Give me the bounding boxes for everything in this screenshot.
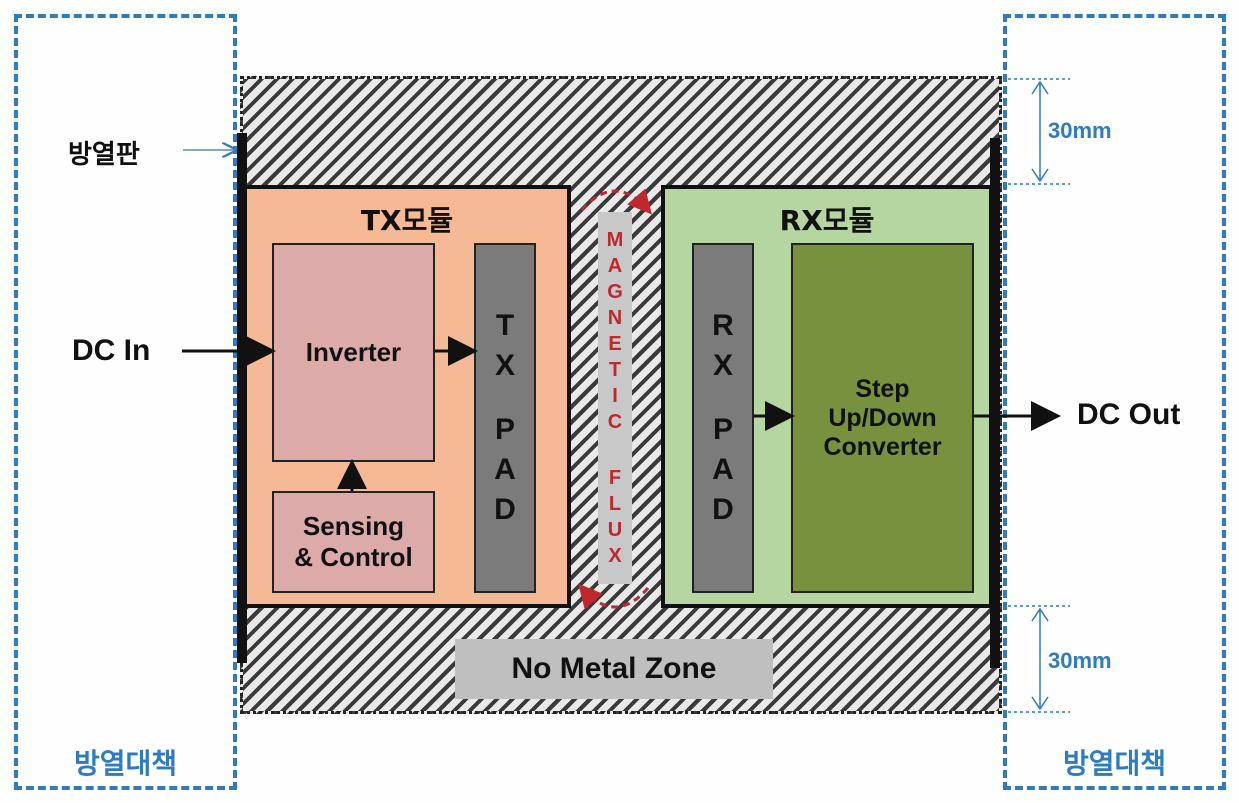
left-thermal-label: 방열대책 (73, 747, 178, 780)
flux-letter: L (608, 493, 622, 515)
bottom-dimension-marker (1008, 605, 1070, 713)
converter-block: Step Up/Down Converter (791, 243, 974, 593)
flux-letter: X (608, 545, 622, 567)
flux-bottom-arc (578, 583, 650, 610)
rx-pad-letter: P (712, 413, 733, 446)
converter-label-line1: Step (855, 374, 910, 403)
flux-letter: U (607, 519, 623, 541)
tx-pad-letter: A (494, 453, 516, 486)
converter-label-line3: Converter (823, 432, 942, 461)
flux-letter: G (607, 281, 623, 303)
converter-label-line2: Up/Down (828, 403, 937, 432)
sensing-control-block: Sensing & Control (272, 491, 435, 593)
flux-letter: I (612, 385, 618, 407)
flux-letter: F (608, 467, 622, 489)
rx-pad: R X P A D (692, 243, 754, 593)
top-dimension-label: 30mm (1048, 118, 1112, 143)
top-dimension-marker (1008, 78, 1070, 185)
no-metal-zone-label: No Metal Zone (455, 639, 773, 699)
flux-letter: T (608, 359, 622, 381)
flux-top-arc (580, 188, 652, 215)
tx-pad-letter: T (495, 309, 515, 342)
flux-letter: N (607, 307, 623, 329)
magnetic-flux-column: M A G N E T I C F L U X (598, 212, 632, 584)
rx-pad-letter: A (712, 453, 734, 486)
left-heatsink-bar (237, 133, 247, 663)
rx-module-title: RX모듈 (779, 204, 875, 237)
right-thermal-panel (1003, 14, 1226, 790)
inverter-block: Inverter (272, 243, 435, 462)
dc-in-label: DC In (72, 334, 151, 367)
tx-pad-letter: P (494, 413, 515, 446)
rx-pad-letter: D (712, 493, 734, 526)
flux-letter: A (607, 255, 623, 277)
rx-pad-letter: R (712, 309, 734, 342)
left-thermal-panel (14, 14, 237, 790)
bottom-dimension-label: 30mm (1048, 648, 1112, 673)
dc-out-label: DC Out (1077, 398, 1181, 431)
inverter-label: Inverter (305, 337, 402, 367)
heatsink-label: 방열판 (68, 140, 140, 170)
right-thermal-label: 방열대책 (1062, 747, 1167, 780)
tx-pad-letter: D (494, 493, 516, 526)
flux-letter: M (606, 229, 624, 251)
tx-pad: T X P A D (474, 243, 536, 593)
rx-pad-letter: X (712, 349, 733, 382)
flux-letter: C (607, 411, 623, 433)
tx-module-title: TX모듈 (360, 204, 454, 237)
sensing-label-line1: Sensing (302, 511, 405, 541)
sensing-label-line2: & Control (294, 542, 413, 572)
tx-pad-letter: X (494, 349, 515, 382)
right-heatsink-bar (990, 138, 1000, 668)
flux-letter: E (608, 333, 622, 355)
